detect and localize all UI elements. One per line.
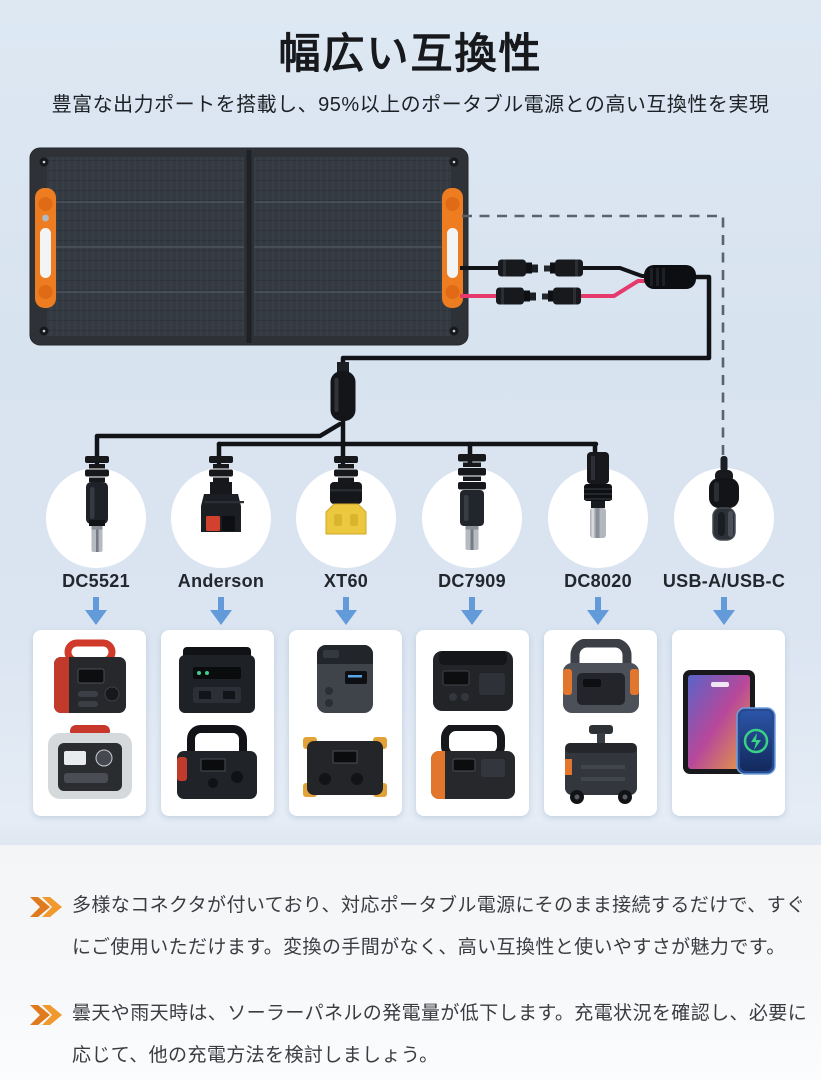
power-station-photo [432,651,513,711]
note-text: 多様なコネクタが付いており、対応ポータブル電源にそのまま接続するだけで、すぐにご… [72,895,806,958]
hero-section: 幅広い互換性 豊富な出力ポートを搭載し、95%以上のポータブル電源との高い互換性… [0,0,821,845]
down-arrow-icon [210,597,232,625]
connector-label-dc7909: DC7909 [438,571,506,591]
page-subtitle: 豊富な出力ポートを搭載し、95%以上のポータブル電源との高い互換性を実現 [51,94,770,116]
power-station-photo [564,725,637,804]
dc7909-plug-icon [458,454,486,550]
anderson-plug-icon [201,456,244,532]
mc4-connector-pair-red [496,287,581,305]
down-arrow-icon [335,597,357,625]
usb-c-plug-icon [709,456,739,541]
panel-right-handle [442,188,463,308]
power-station-photo [303,737,388,797]
power-station-photo [430,725,515,799]
double-chevron-right-icon [30,1005,62,1025]
connector-label-dc8020: DC8020 [564,571,632,591]
connector-label-dc5521: DC5521 [62,571,130,591]
tablet-and-phone-photo [683,670,777,775]
note-item: 曇天や雨天時は、ソーラーパネルの発電量が低下します。充電状況を確認し、必要に応じ… [28,993,810,1077]
compatible-products-anderson [160,630,274,816]
page-title: 幅広い互換性 [278,30,543,77]
usb-dashed-wire [462,214,725,463]
dc5521-plug-icon [85,456,109,552]
compatibility-diagram [29,147,774,568]
y-combiner-barrel [644,265,696,289]
power-station-photo [47,725,132,799]
panel-corner-screws [39,157,459,336]
compatible-products-dc7909 [416,630,530,816]
compatible-products-dc5521 [33,630,146,816]
dc8020-plug-icon [584,452,612,538]
connector-circles [46,468,774,568]
trunk-cable [340,274,712,366]
compatible-products-row [33,630,785,816]
connector-label-usb: USB-A/USB-C [662,571,786,591]
connector-label-anderson: Anderson [177,571,265,591]
compatible-products-usb [671,630,785,816]
power-station-photo [179,647,256,713]
panel-left-handle [35,188,56,308]
down-arrow-icon [587,597,609,625]
power-station-photo [562,639,639,713]
splitter-dc-plug [330,362,356,421]
down-arrow-icon [461,597,483,625]
compatible-products-xt60 [288,630,402,816]
down-arrow-icon [713,597,735,625]
double-chevron-right-icon [30,897,62,917]
panel-fold-line [246,150,252,343]
down-arrow-icon [85,597,107,625]
mc4-cables [460,259,696,305]
xt60-plug-icon [325,456,367,535]
fanout-wires [94,415,599,466]
power-station-photo [177,725,258,799]
notes-section: 多様なコネクタが付いており、対応ポータブル電源にそのまま接続するだけで、すぐにご… [0,845,821,1080]
note-text: 曇天や雨天時は、ソーラーパネルの発電量が低下します。充電状況を確認し、必要に応じ… [72,1003,808,1066]
power-station-photo [53,639,126,713]
connector-label-xt60: XT60 [323,571,369,591]
note-item: 多様なコネクタが付いており、対応ポータブル電源にそのまま接続するだけで、すぐにご… [28,885,810,969]
power-station-photo [317,645,374,713]
solar-panel [29,147,469,346]
compatible-products-dc8020 [544,630,658,816]
mc4-connector-pair-black [498,259,583,277]
